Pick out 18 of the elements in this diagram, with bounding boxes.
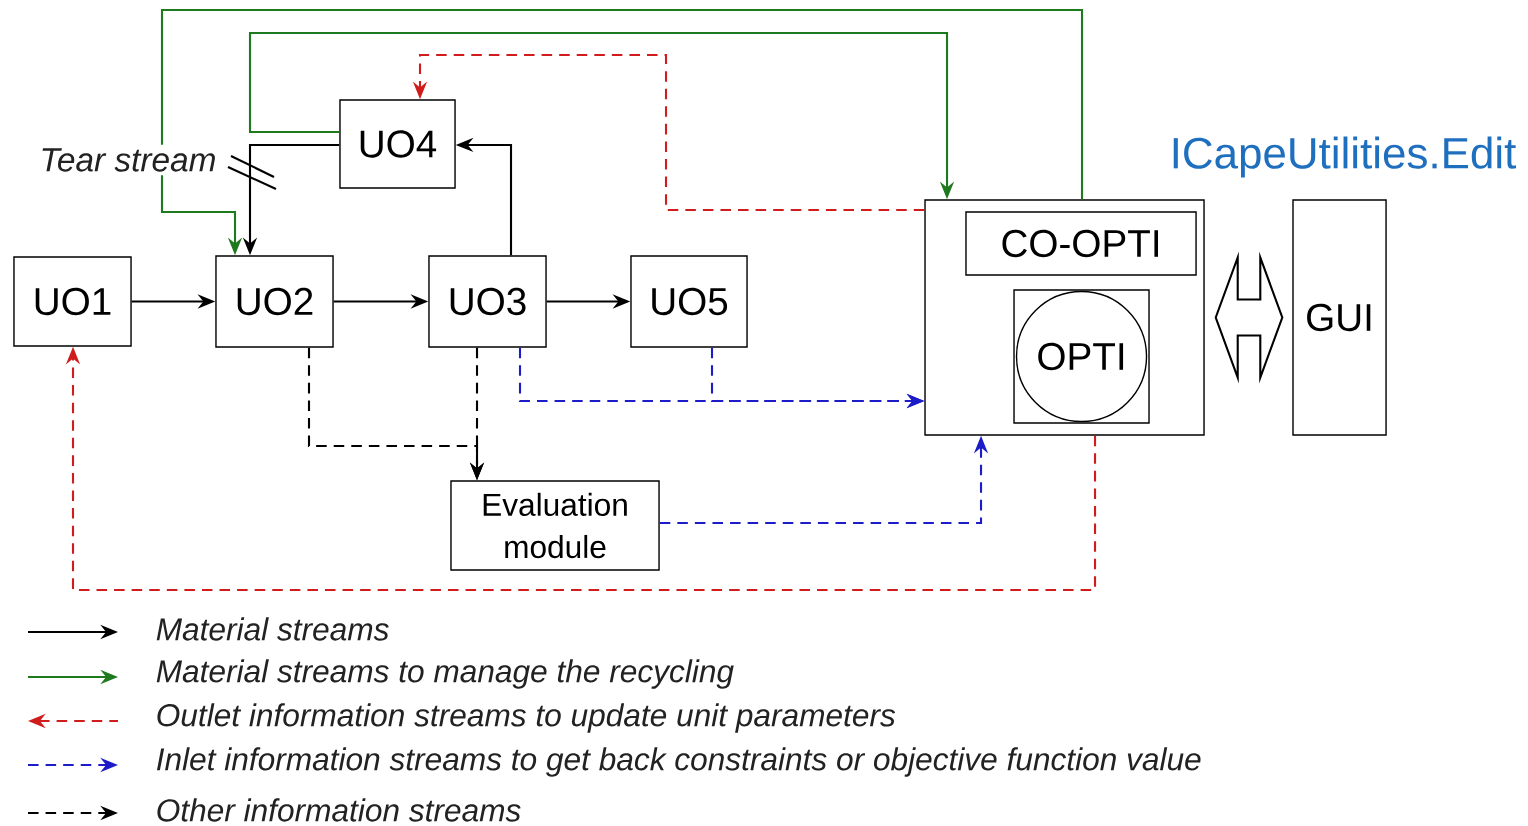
process-box: UO2 — [215, 255, 334, 348]
interface-label: ICapeUtilities.Edit — [1166, 133, 1520, 181]
process-box: CO-OPTI — [965, 211, 1197, 276]
container-box — [924, 199, 1205, 436]
process-box: UO4 — [339, 99, 456, 189]
legend-text: Material streams — [156, 617, 389, 641]
circle-node: OPTI — [1015, 290, 1148, 423]
legend-text: Inlet information streams to get back constraints or objective function value — [157, 747, 1201, 777]
legend-text: Material streams to manage the recycling — [156, 659, 734, 689]
process-box: UO3 — [428, 255, 547, 348]
legend-text: Other information streams — [157, 798, 521, 822]
process-box: UO1 — [13, 256, 132, 347]
label-text: Tear stream — [36, 144, 220, 176]
panel-box: GUI — [1292, 199, 1387, 436]
legend-text: Outlet information streams to update unit parameters — [157, 703, 896, 733]
process-box: UO5 — [630, 255, 748, 348]
process-box: Evaluation module — [450, 480, 660, 571]
double-arrow — [1214, 251, 1284, 384]
